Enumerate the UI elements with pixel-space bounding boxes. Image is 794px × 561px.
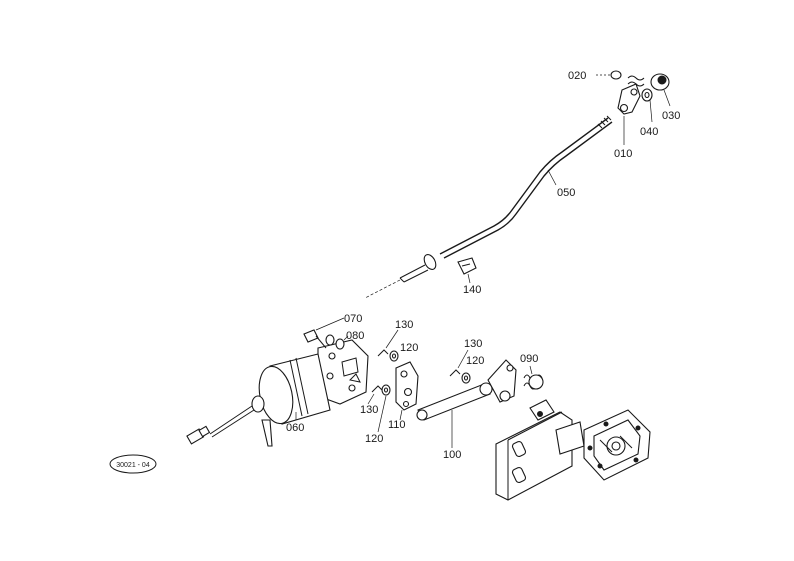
part-120-washer-b [377,384,391,433]
label-090: 090 [520,353,538,365]
part-130-pin-c [449,349,469,377]
label-130-a: 130 [395,319,413,331]
part-050-rod [364,115,613,299]
label-070: 070 [344,313,362,325]
part-130-pin-b [367,385,383,405]
label-080: 080 [346,330,364,342]
part-060-solenoid [186,339,369,447]
part-120-washer-a [389,350,399,362]
label-050: 050 [557,187,575,199]
housing-body [495,399,651,501]
label-130-c: 130 [464,338,482,350]
part-090-spring [523,365,544,390]
label-100: 100 [443,449,461,461]
label-060: 060 [286,422,304,434]
label-010: 010 [614,148,632,160]
part-130-pin-a [377,329,399,357]
label-120-a: 120 [400,342,418,354]
part-070-bolt [303,317,345,349]
part-120-washer-c [461,372,471,384]
part-labels: 020 030 040 010 050 140 070 080 130 120 … [286,70,680,461]
stamp-text: 30021 - 04 [116,462,150,469]
part-110-plate [395,361,419,421]
label-020: 020 [568,70,586,82]
part-080-washer [325,334,349,350]
label-110: 110 [388,419,406,431]
label-040: 040 [640,126,658,138]
part-140-clip [457,257,477,284]
part-030-knob [650,73,670,91]
part-010-lever [617,83,641,115]
diagram-stamp: 30021 - 04 [109,454,157,474]
label-120-b: 120 [365,433,383,445]
label-030: 030 [662,110,680,122]
part-040-washer [641,88,653,102]
part-020-bolt [596,70,622,80]
label-130-b: 130 [360,404,378,416]
upper-lever-assembly [596,70,671,145]
label-140: 140 [463,284,481,296]
label-120-c: 120 [466,355,484,367]
part-100-link [416,359,517,448]
